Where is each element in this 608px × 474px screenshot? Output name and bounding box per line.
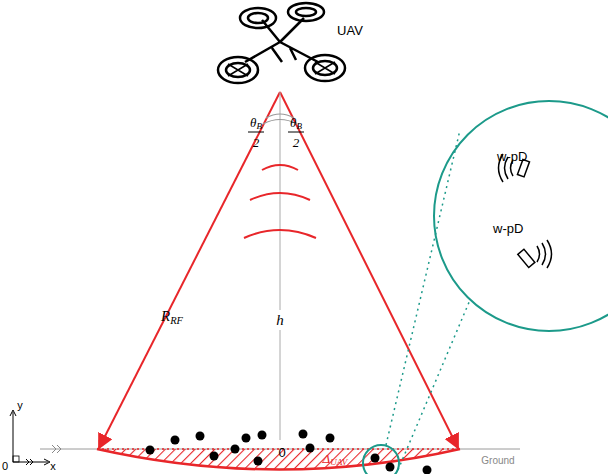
axis-label: x	[50, 461, 56, 472]
height-label: h	[276, 313, 284, 328]
angle-numerator: θB	[250, 116, 262, 131]
axis-label: 0	[2, 461, 8, 472]
angle-denominator: 2	[253, 136, 260, 149]
ground-label: Ground	[481, 456, 514, 466]
device-label: w-pD	[493, 222, 523, 235]
area-label: ΔUAV	[323, 452, 348, 467]
axis-label: y	[17, 400, 23, 411]
device-label: w-pD	[497, 150, 527, 163]
origin-label: 0	[278, 446, 285, 459]
range-label: RRF	[161, 309, 183, 326]
angle-denominator: 2	[293, 136, 300, 149]
uav-label: UAV	[337, 24, 363, 37]
angle-numerator: θB	[290, 116, 302, 131]
